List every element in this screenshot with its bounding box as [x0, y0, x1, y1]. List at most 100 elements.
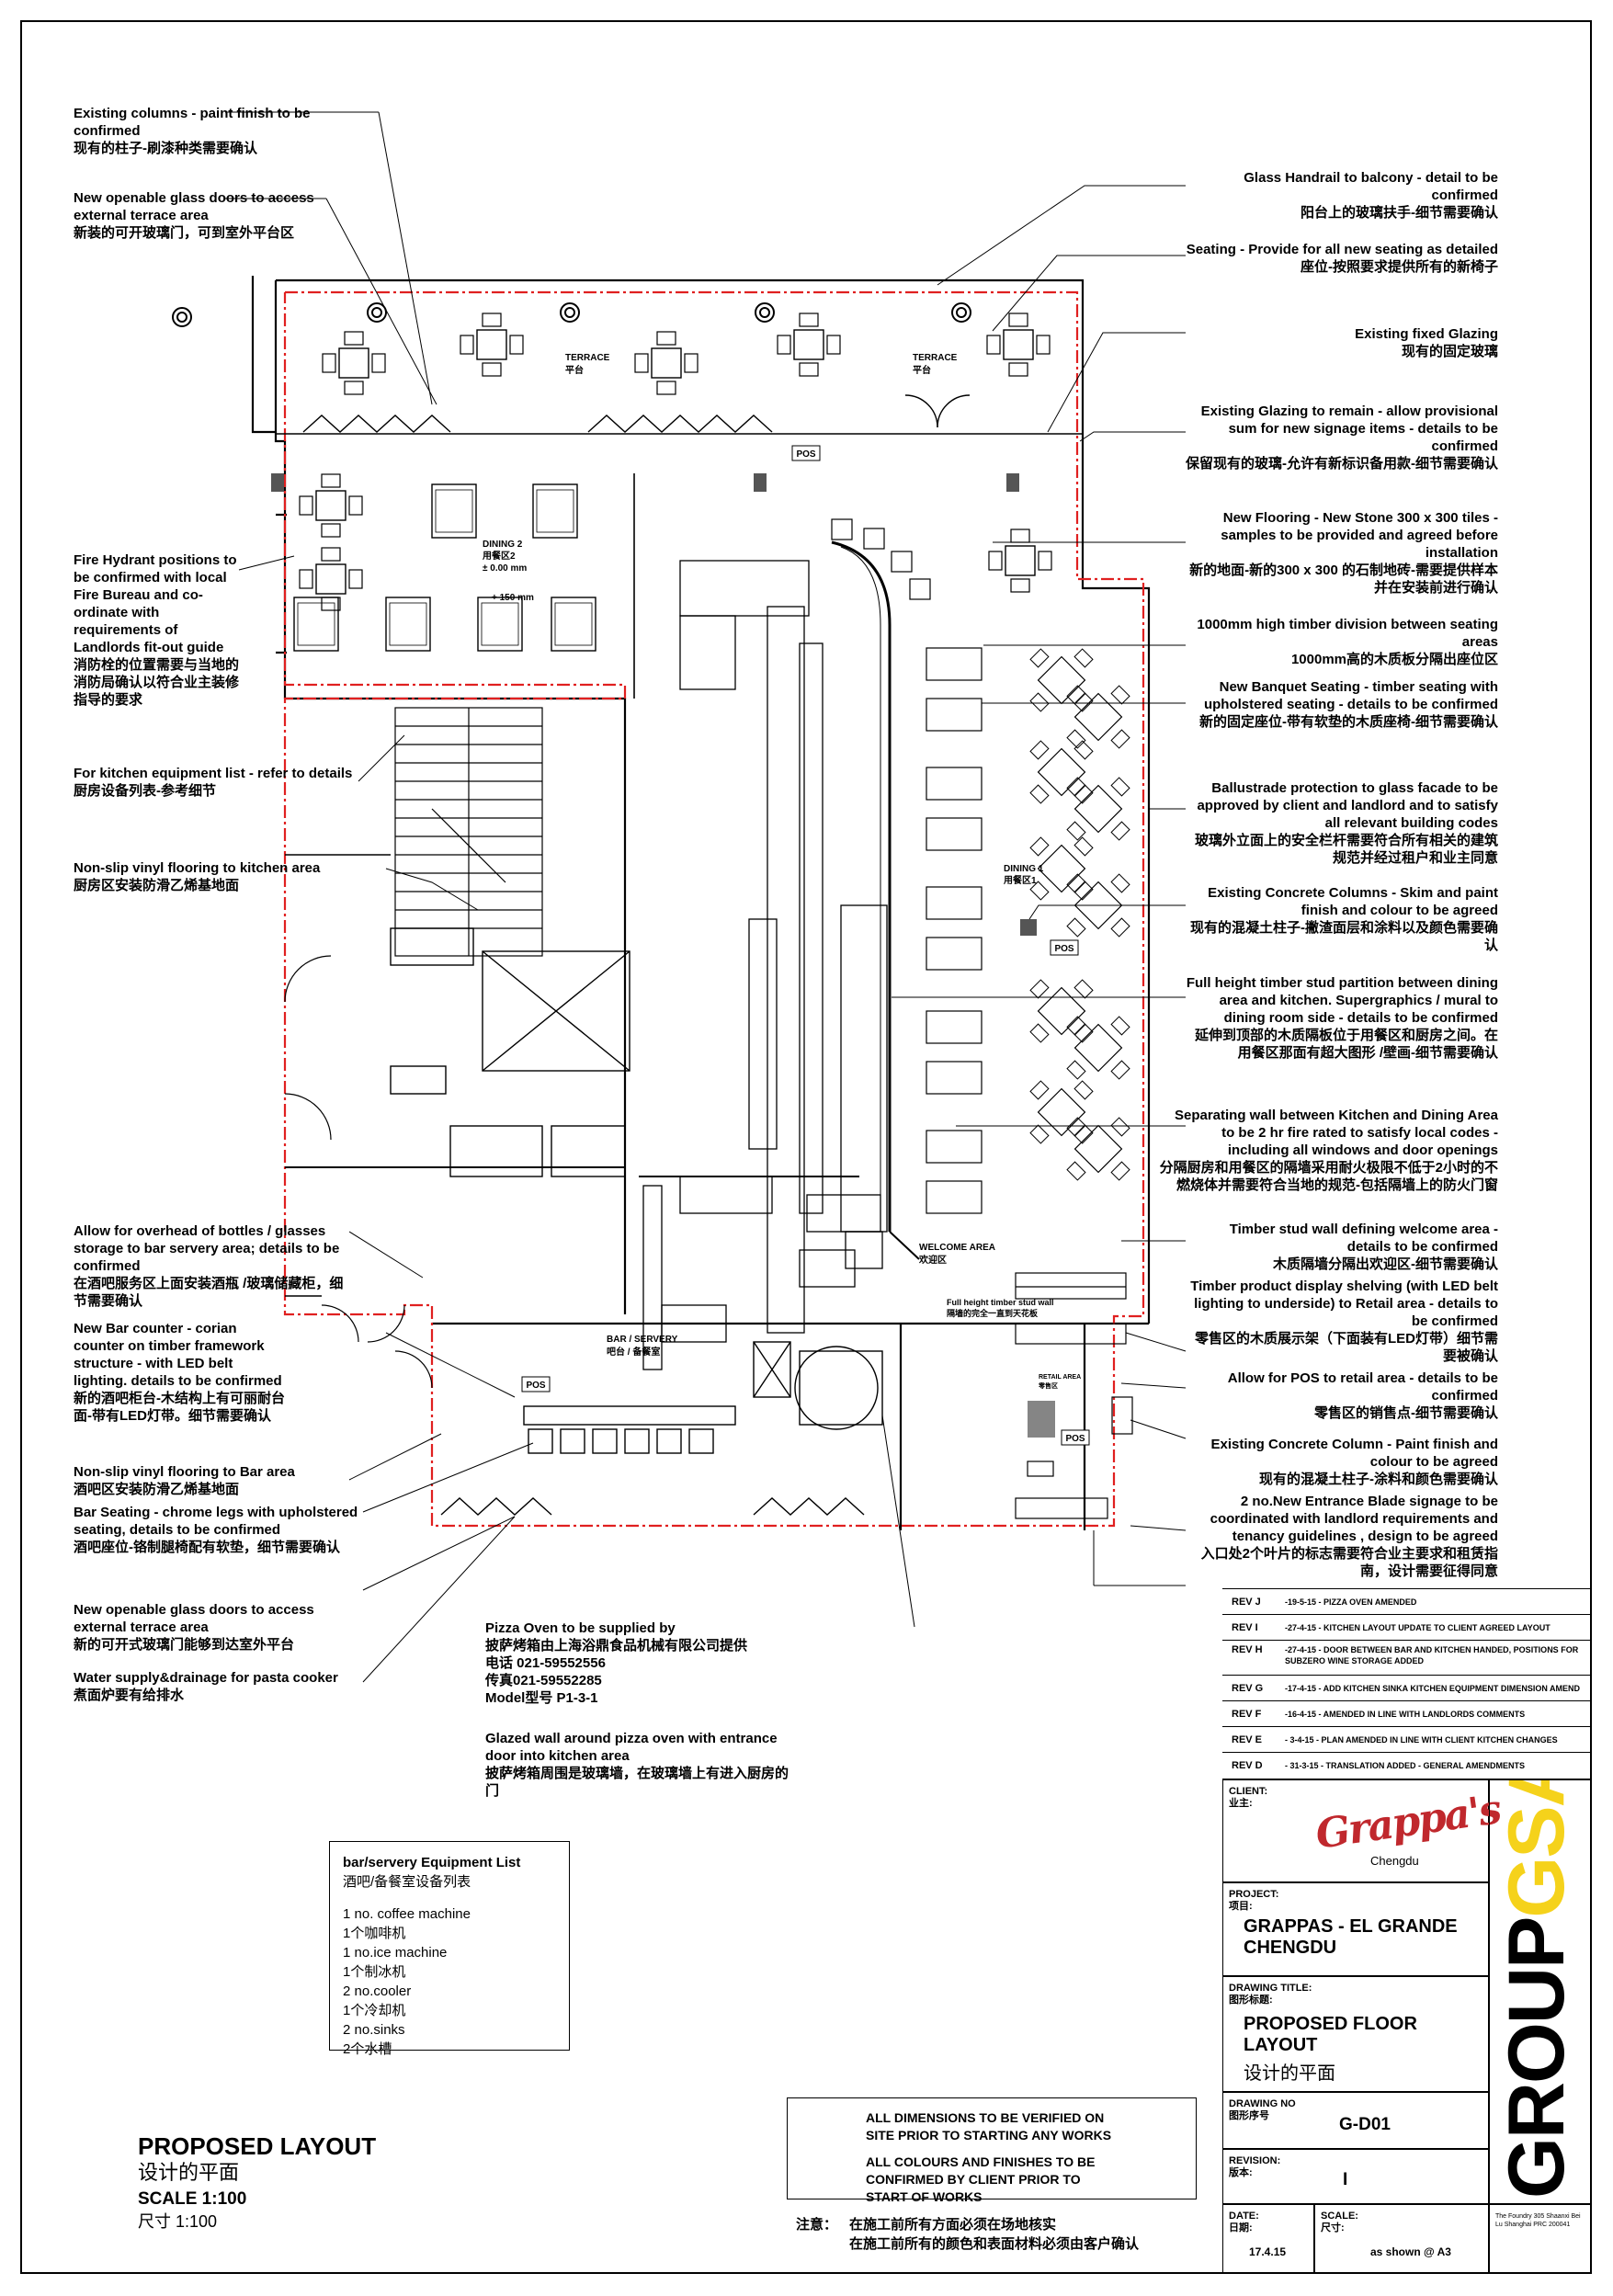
pos-label-4: POS [1065, 1434, 1085, 1444]
equipment-title: bar/servery Equipment List [343, 1855, 521, 1870]
sheet-border [20, 20, 1592, 2274]
terrace1-label-zh: 平台 [565, 364, 584, 376]
note-kitchen-equipment: For kitchen equipment list - refer to de… [74, 766, 353, 799]
drawing-no-label-zh: 图形序号 [1229, 2110, 1269, 2121]
terrace1-label: TERRACE [565, 353, 610, 363]
pos-label-3: POS [526, 1381, 545, 1391]
drawing-title-zh: 设计的平面 [138, 2161, 240, 2184]
note-glass-doors-2: New openable glass doors to access exter… [74, 1602, 314, 1653]
revision-row: REV G-17-4-15 - ADD KITCHEN SINKA KITCHE… [1222, 1675, 1592, 1701]
drawing-title-label: DRAWING TITLE: [1229, 1983, 1312, 1994]
folding-doors [302, 394, 971, 1516]
drawing-title-cell: DRAWING TITLE: 图形标题: PROPOSED FLOOR LAYO… [1222, 1976, 1489, 2092]
welcome-label: WELCOME AREA [919, 1243, 995, 1253]
pos-label-1: POS [796, 449, 815, 460]
bar-label-zh: 吧台 / 备餐室 [607, 1346, 660, 1358]
grappas-logo: Grappa's [1312, 1786, 1504, 1858]
revision-value: I [1343, 2170, 1348, 2189]
dining2-level: ± 0.00 mm [483, 563, 527, 574]
note-glass-handrail: Glass Handrail to balcony - detail to be… [1244, 170, 1498, 221]
dimensions-note: ALL DIMENSIONS TO BE VERIFIED ON SITE PR… [787, 2097, 1197, 2204]
retail-label-zh: 零售区 [1038, 1381, 1058, 1390]
note-banquet-seating: New Banquet Seating - timber seating wit… [1199, 679, 1498, 730]
chinese-note-line: 在施工前所有方面必须在场地核实 [849, 2217, 1057, 2233]
kitchen [639, 560, 888, 1370]
scale-label-zh: 尺寸: [1321, 2222, 1345, 2233]
bar-servery [523, 1341, 883, 1454]
chinese-note-label: 注意： [796, 2217, 838, 2233]
drawing-no-label: DRAWING NO [1229, 2098, 1296, 2109]
equipment-list: bar/servery Equipment List 酒吧/备餐室设备列表 1 … [329, 1841, 570, 2057]
date-label: DATE: [1229, 2211, 1259, 2222]
note-concrete-column: Existing Concrete Column - Paint finish … [1210, 1437, 1498, 1487]
revision-row: REV H-27-4-15 - DOOR BETWEEN BAR AND KIT… [1222, 1640, 1592, 1677]
existing-columns [172, 302, 971, 327]
equipment-item: 1 no. coffee machine [343, 1906, 471, 1922]
partition-label: Full height timber stud wall [947, 1298, 1054, 1307]
revision-row: REV E- 3-4-15 - PLAN AMENDED IN LINE WIT… [1222, 1726, 1592, 1753]
project-label-zh: 项目: [1229, 1901, 1253, 1912]
retail-shelving [1015, 1272, 1133, 1519]
address-cell: The Foundry 305 Shaanxi Bei Lu Shanghai … [1489, 2204, 1592, 2274]
dining1-label: DINING 1 [1004, 864, 1044, 874]
dining1-label-zh: 用餐区1 [1003, 874, 1037, 886]
dining2-label: DINING 2 [483, 540, 523, 550]
note-welcome-wall: Timber stud wall defining welcome area -… [1229, 1222, 1498, 1272]
drawing-no-value: G-D01 [1339, 2115, 1391, 2134]
retail-label: RETAIL AREA [1039, 1374, 1081, 1381]
terrace2-label-zh: 平台 [913, 364, 931, 376]
scale-cell: SCALE: 尺寸: as shown @ A3 [1314, 2204, 1489, 2274]
project-name: GRAPPAS - EL GRANDE CHENGDU [1244, 1916, 1458, 1958]
client-label: CLIENT: [1229, 1786, 1268, 1797]
tenancy-boundary [283, 290, 1145, 1528]
note-concrete-columns: Existing Concrete Columns - Skim and pai… [1190, 885, 1498, 953]
client-label-zh: 业主: [1229, 1798, 1253, 1809]
equipment-item: 2 no.cooler [343, 1983, 412, 1999]
title-block: REV J-19-5-15 - PIZZA OVEN AMENDED REV I… [1222, 1588, 1592, 2274]
note-glass-doors-terrace: New openable glass doors to access exter… [74, 190, 314, 241]
revision-row: REV J-19-5-15 - PIZZA OVEN AMENDED [1222, 1588, 1592, 1615]
dimensions-note-line: ALL DIMENSIONS TO BE VERIFIED ON SITE PR… [866, 2110, 1112, 2143]
drawing-no-cell: DRAWING NO 图形序号 G-D01 [1222, 2092, 1489, 2149]
note-ballustrade: Ballustrade protection to glass facade t… [1194, 780, 1498, 866]
dining2-label-zh: 用餐区2 [482, 550, 516, 562]
project-cell: PROJECT: 项目: GRAPPAS - EL GRANDE CHENGDU [1222, 1882, 1489, 1976]
grappas-logo-city: Chengdu [1370, 1854, 1419, 1868]
note-existing-columns: Existing columns - paint finish to be co… [74, 106, 311, 156]
scale-label: SCALE: [1321, 2211, 1358, 2222]
revision-row: REV I-27-4-15 - KITCHEN LAYOUT UPDATE TO… [1222, 1614, 1592, 1641]
revision-label-zh: 版本: [1229, 2167, 1253, 2178]
groupgsa-logo-text: GROUPGSA [1493, 1780, 1581, 2199]
drawing-title-label-zh: 图形标题: [1229, 1995, 1273, 2006]
lift-core [390, 927, 630, 1177]
note-bar-counter: New Bar counter - corian counter on timb… [74, 1321, 285, 1424]
bar-label: BAR / SERVERY [607, 1335, 678, 1345]
date-value: 17.4.15 [1249, 2245, 1287, 2258]
note-timber-partition: Full height timber stud partition betwee… [1186, 975, 1498, 1061]
groupgsa-logo: GROUPGSA [1493, 1752, 1581, 2199]
revision-cell: REVISION: 版本: I [1222, 2149, 1489, 2204]
equipment-item: 1个制冰机 [343, 1964, 406, 1980]
chinese-note: 注意： 在施工前所有方面必须在场地核实 在施工前所有的颜色和表面材料必须由客户确… [796, 2215, 1139, 2254]
welcome-label-zh: 欢迎区 [918, 1254, 947, 1266]
equipment-item: 1 no.ice machine [343, 1945, 448, 1961]
equipment-item: 2个水槽 [343, 2041, 392, 2057]
note-timber-division: 1000mm high timber division between seat… [1197, 617, 1498, 667]
note-fire-hydrant: Fire Hydrant positions to be confirmed w… [74, 552, 240, 708]
scale-value: as shown @ A3 [1370, 2245, 1451, 2258]
note-blade-signage: 2 no.New Entrance Blade signage to be co… [1200, 1494, 1498, 1579]
equipment-item: 1个咖啡机 [343, 1926, 406, 1941]
bar-stools-curved [831, 518, 931, 600]
dining1-diagonal-tables [988, 529, 1130, 1181]
dining2-step: + 150 mm [492, 593, 534, 603]
note-separating-wall: Separating wall between Kitchen and Dini… [1159, 1108, 1498, 1193]
pos-label-2: POS [1054, 944, 1073, 954]
chinese-note-line: 在施工前所有的颜色和表面材料必须由客户确认 [849, 2236, 1140, 2252]
dining1-banquettes [926, 647, 983, 1214]
revision-row: REV D- 31-3-15 - TRANSLATION ADDED - GEN… [1222, 1752, 1592, 1779]
note-new-flooring: New Flooring - New Stone 300 x 300 tiles… [1189, 510, 1498, 596]
